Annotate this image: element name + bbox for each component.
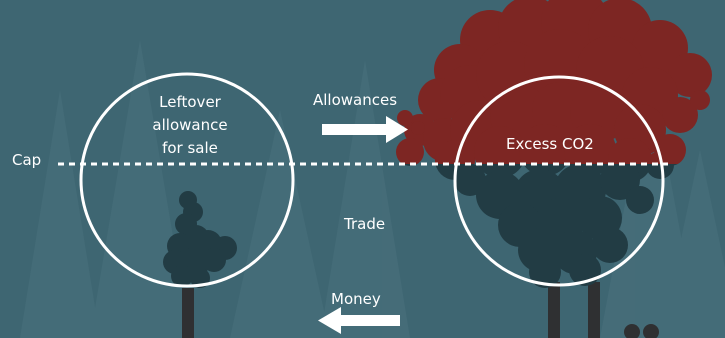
money-label: Money (331, 290, 381, 308)
leftover-label-line1: Leftover (159, 93, 221, 111)
excess-co2-label: Excess CO2 (506, 135, 594, 153)
allowances-arrow (322, 116, 408, 143)
money-arrow (318, 307, 400, 334)
left-circle (79, 72, 295, 288)
right-circle (453, 75, 665, 287)
left-factory (163, 191, 237, 338)
leftover-label-line3: for sale (162, 139, 218, 157)
allowances-label: Allowances (313, 91, 398, 109)
left-chimney (182, 288, 194, 338)
left-smoke (163, 191, 237, 288)
leftover-label-line2: allowance (152, 116, 228, 134)
cap-label: Cap (12, 151, 42, 169)
right-chimney-2 (588, 282, 600, 338)
excess-co2-smoke (396, 0, 712, 164)
trade-label: Trade (344, 215, 386, 233)
right-chimney-1 (548, 282, 560, 338)
capped-smoke (402, 164, 678, 288)
right-factory (396, 0, 712, 338)
